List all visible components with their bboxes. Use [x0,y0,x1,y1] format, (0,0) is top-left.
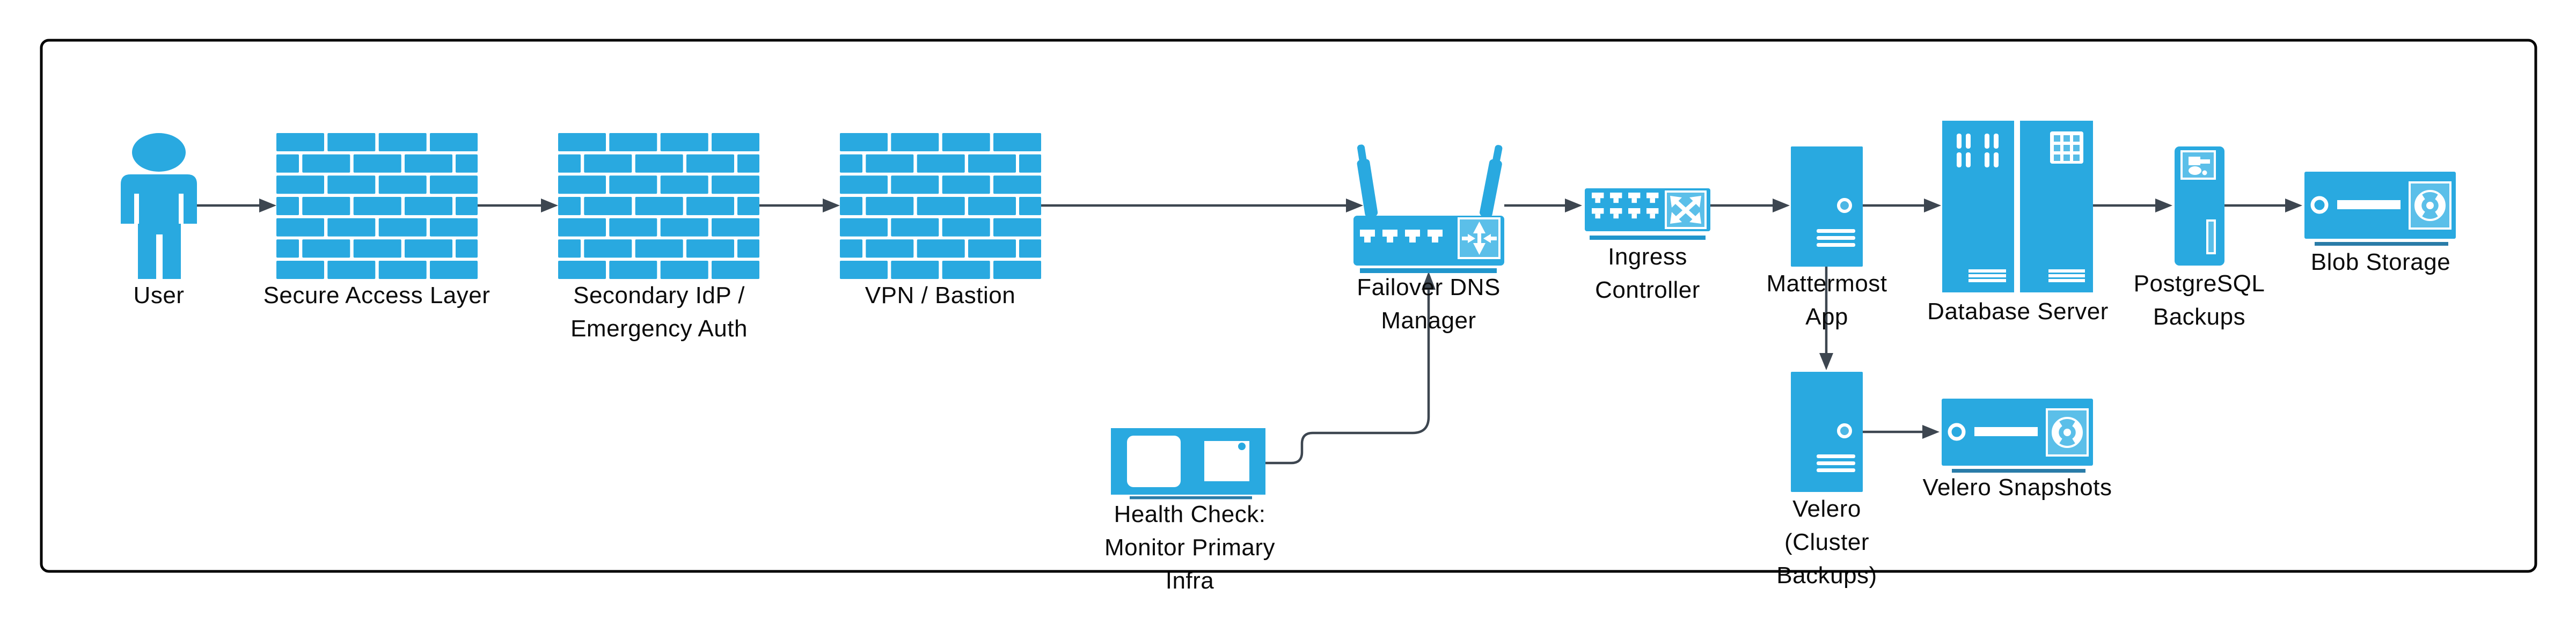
label-secure-access: Secure Access Layer [263,282,491,308]
label-postgresql: PostgreSQL Backups [2133,270,2265,330]
label-ingress: Ingress Controller [1595,244,1700,303]
wireless-router-icon [1353,144,1504,273]
tower-server-icon-mattermost [1791,146,1863,267]
user-icon [121,133,197,279]
label-blob: Blob Storage [2310,249,2451,275]
label-failover-dns: Failover DNS Manager [1357,274,1501,334]
label-vpn-bastion: VPN / Bastion [865,282,1016,308]
label-health-check: Health Check: Monitor Primary Infra [1104,501,1275,594]
rack-servers-icon [1942,121,2093,292]
backup-server-icon [2175,146,2224,266]
storage-array-icon-snapshots [1942,399,2093,473]
tower-server-icon-velero [1791,372,1863,492]
label-user: User [133,282,185,308]
firewall-icon-vpn-bastion [840,133,1041,279]
label-velero: Velero (Cluster Backups) [1776,496,1877,589]
label-mattermost: Mattermost App [1766,270,1887,330]
firewall-icon-secondary-idp [558,133,759,279]
monitor-icon [1111,428,1265,499]
switch-icon [1585,188,1710,240]
label-snapshots: Velero Snapshots [1922,474,2112,501]
storage-array-icon-blob [2304,172,2456,246]
label-database: Database Server [1927,298,2109,325]
firewall-icon-secure-access [276,133,478,279]
label-secondary-idp: Secondary IdP / Emergency Auth [570,282,748,342]
